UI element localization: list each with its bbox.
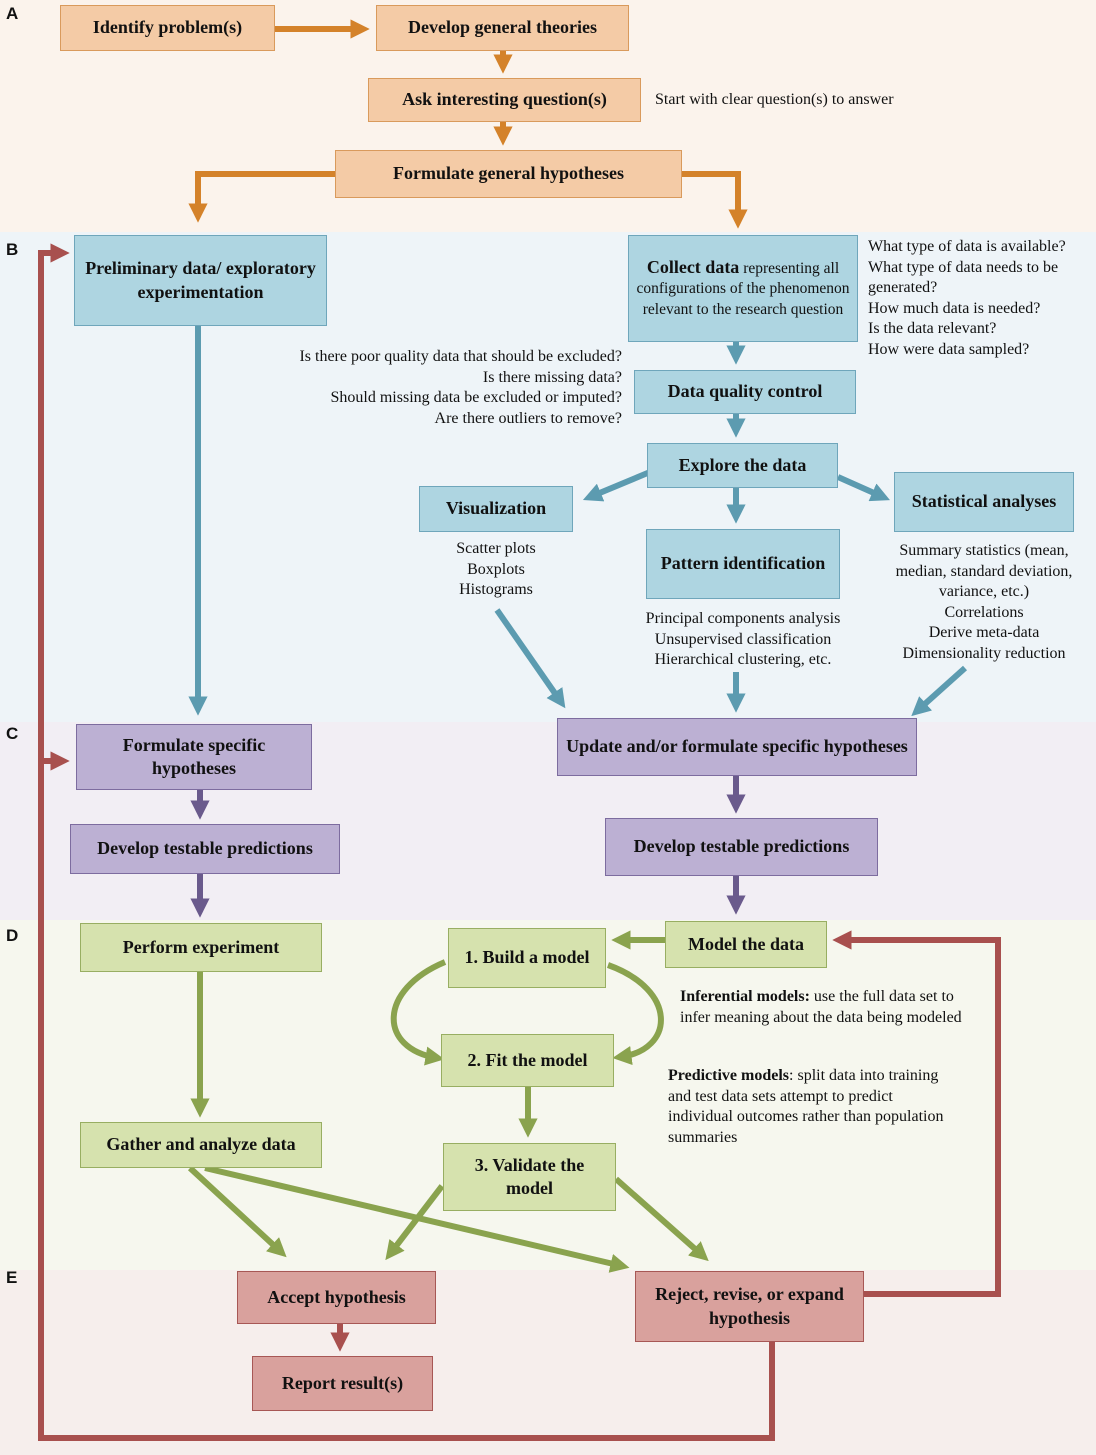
develop-predictions-right-box: Develop testable predictions xyxy=(605,818,878,876)
connector-arrow-4 xyxy=(188,171,335,223)
connector-arrow-26 xyxy=(385,1184,445,1261)
section-label-c: C xyxy=(6,724,19,743)
preliminary-data-box: Preliminary data/ exploratory experiment… xyxy=(74,235,327,326)
visualization-box: Visualization xyxy=(419,486,573,532)
explore-data-box: Explore the data xyxy=(647,443,838,488)
predictive-note: Predictive models: split data into train… xyxy=(668,1067,944,1146)
pattern-identification-box: Pattern identification xyxy=(646,529,840,599)
statistical-items: Summary statistics (mean, median, standa… xyxy=(895,542,1073,662)
develop-theories-box: Develop general theories xyxy=(376,5,629,51)
visualization-items: Scatter plots Boxplots Histograms xyxy=(456,540,536,598)
develop-predictions-left-box: Develop testable predictions xyxy=(70,824,340,874)
section-label-a: A xyxy=(6,4,19,23)
question-note: Start with clear question(s) to answer xyxy=(655,91,894,108)
pattern-items: Principal components analysis Unsupervis… xyxy=(645,610,841,668)
section-label-e: E xyxy=(6,1268,18,1287)
formulate-specific-box: Formulate specific hypotheses xyxy=(76,724,312,790)
connector-arrow-10 xyxy=(836,474,891,502)
statistical-analyses-box: Statistical analyses xyxy=(894,472,1074,532)
quality-control-box: Data quality control xyxy=(634,370,856,414)
identify-problems-box: Identify problem(s) xyxy=(60,5,275,51)
section-label-b: B xyxy=(6,240,19,259)
connector-arrow-5 xyxy=(682,171,748,229)
collect-data-description: representing all configurations of the p… xyxy=(636,259,850,318)
connector-arrow-14 xyxy=(911,665,968,717)
quality-questions-list: Is there poor quality data that should b… xyxy=(299,348,622,427)
connector-arrow-29 xyxy=(832,930,1001,1297)
section-e-band xyxy=(0,1270,1096,1455)
connector-arrow-24 xyxy=(187,1165,287,1258)
formulate-general-box: Formulate general hypotheses xyxy=(335,150,682,198)
model-data-box: Model the data xyxy=(665,921,827,968)
gather-analyze-box: Gather and analyze data xyxy=(80,1122,322,1168)
connector-arrow-30 xyxy=(38,243,775,1441)
connector-arrow-21 xyxy=(390,959,447,1066)
collect-data-box: Collect data representing all configurat… xyxy=(628,235,858,342)
connector-arrow-12 xyxy=(494,608,566,709)
connector-arrow-22 xyxy=(606,962,664,1066)
collect-data-title: Collect data xyxy=(646,256,740,277)
report-results-box: Report result(s) xyxy=(252,1356,433,1411)
build-model-box: 1. Build a model xyxy=(448,928,606,988)
validate-model-box: 3. Validate the model xyxy=(443,1143,616,1211)
perform-experiment-box: Perform experiment xyxy=(80,923,322,972)
inferential-note: Inferential models: use the full data se… xyxy=(680,988,962,1026)
connector-arrow-27 xyxy=(614,1176,709,1262)
ask-questions-box: Ask interesting question(s) xyxy=(368,78,641,122)
connector-arrow-25 xyxy=(204,1165,630,1273)
connector-arrow-9 xyxy=(582,469,652,502)
collect-questions-list: What type of data is available? What typ… xyxy=(868,238,1066,358)
section-label-d: D xyxy=(6,926,19,945)
accept-hypothesis-box: Accept hypothesis xyxy=(237,1271,436,1324)
update-hypotheses-box: Update and/or formulate specific hypothe… xyxy=(557,718,917,776)
reject-hypothesis-box: Reject, revise, or expand hypothesis xyxy=(635,1271,864,1342)
fit-model-box: 2. Fit the model xyxy=(441,1034,614,1087)
